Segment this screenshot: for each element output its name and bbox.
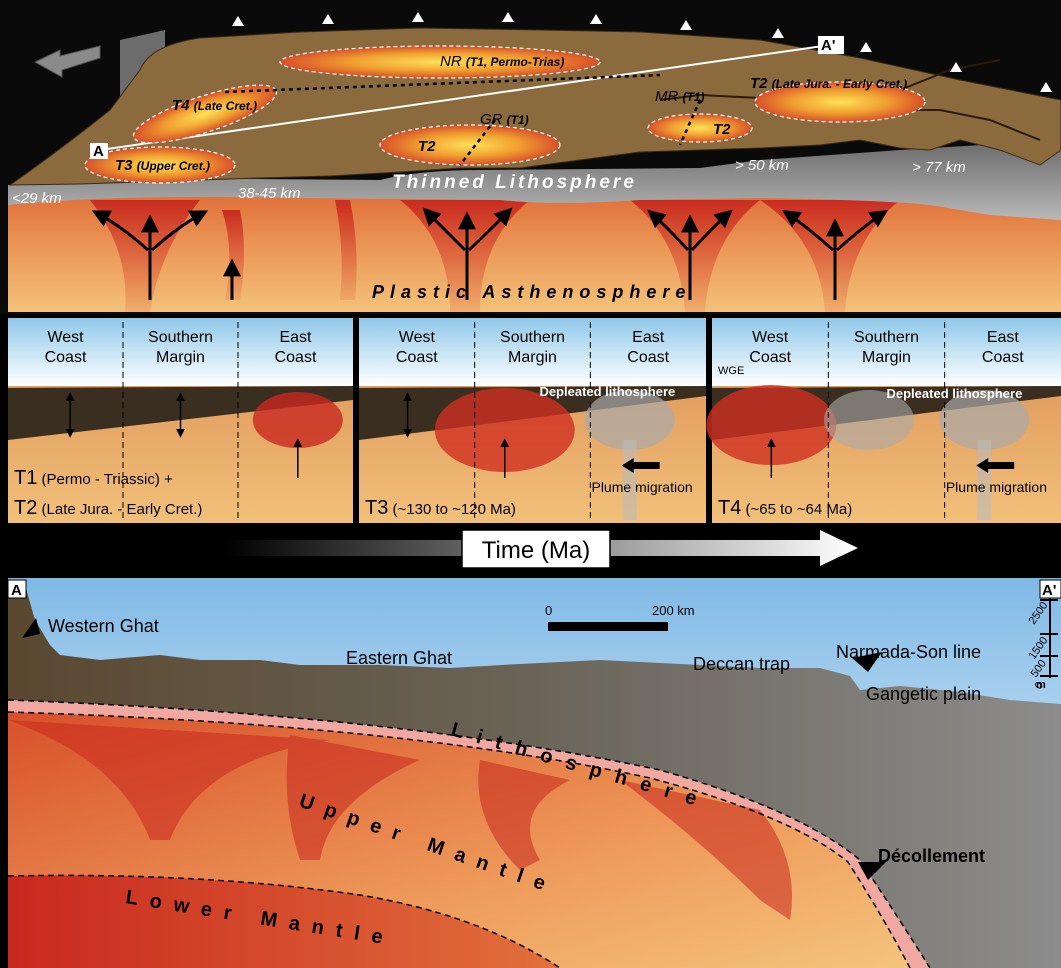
thickness-38-45: 38-45 km [238,185,301,202]
stage-column-title: West [47,329,84,346]
t2-right-label: T2 (Late Jura. - Early Cret.) [750,75,907,92]
stage-column-title: Southern [500,329,565,346]
stage-column-title: Southern [854,329,919,346]
point-a-prime-label: A' [821,37,835,54]
hotspot-t2-small [648,114,752,142]
plastic-asthenosphere-label: Plastic Asthenosphere [372,282,691,302]
wge-label: WGE [718,365,744,377]
block-diagram: A A A' NR (T1, Permo-Trias) T2 (Late Jur… [0,0,1061,314]
plume-migration-arrow [984,462,1014,469]
stage-panel-1: WestCoast SouthernMargin EastCoast T1 (Perm… [8,318,353,523]
time-axis-label: Time (Ma) [482,537,590,564]
plume-migration-arrow [630,462,660,469]
stage-caption: T4 (~65 to ~64 Ma) [718,497,852,519]
depleted-lithosphere-label: Depleated lithosphere [539,384,675,399]
cross-point-a-prime: A' [1042,582,1056,599]
elev-unit: m [1036,679,1046,691]
stage-column-title: Coast [275,349,317,366]
eastern-ghat-label: Eastern Ghat [346,648,452,668]
stage-panels: WestCoast SouthernMargin EastCoast T1 (Perm… [0,314,1061,524]
deccan-trap-label: Deccan trap [693,654,790,674]
stage-column-title: Coast [749,349,791,366]
gr-label: GR (T1) [480,111,529,128]
time-axis: Time (Ma) [0,524,1061,574]
stage-column-title: Southern [148,329,213,346]
t2-center-label: T2 [418,138,436,155]
t3-label: T3 (Upper Cret.) [115,157,210,174]
plume-migration-label: Plume migration [591,479,692,495]
stage-column-title: Coast [396,349,438,366]
stage-column-title: Margin [508,349,557,366]
t4-label: T4 (Late Cret.) [172,97,257,114]
stage-column-title: East [632,329,665,346]
stage-caption: T1 (Permo - Triassic) + [14,467,173,489]
stage-column-title: Margin [862,349,911,366]
stage-caption: T3 (~130 to ~120 Ma) [365,497,516,519]
decollement-label: Décollement [878,846,985,866]
stage-plume [253,392,343,448]
cross-section: A A' 0 200 km 2500 1500 500 0 m Western … [8,578,1061,968]
thickness-gt77: > 77 km [912,159,966,176]
stage-panel-2: WestCoast SouthernMargin EastCoastDepleate… [359,318,706,523]
point-a-label: A [93,143,104,160]
thinned-lithosphere-label: Thinned Lithosphere [392,172,637,193]
stage-caption: T2 (Late Jura. - Early Cret.) [14,497,202,519]
stage-column-title: West [752,329,789,346]
stage-column-title: East [987,329,1020,346]
scale-zero: 0 [545,603,552,618]
stage-column-title: East [279,329,312,346]
stage-panel-3: WestCoast SouthernMargin EastCoastDepleate… [706,318,1061,523]
stage-column-title: West [399,329,436,346]
stage-column-title: Coast [982,349,1024,366]
gangetic-plain-label: Gangetic plain [866,684,981,704]
plume-migration-label: Plume migration [946,479,1047,495]
narmada-son-label: Narmada-Son line [836,642,981,662]
hotspot-t2-center [380,125,560,165]
mr-label: MR (T1) [655,88,705,105]
stage-column-title: Margin [156,349,205,366]
scale-km: 200 km [652,603,695,618]
stage-column-title: Coast [45,349,87,366]
thickness-lt29: <29 km [12,190,62,207]
nr-label: NR (T1, Permo-Trias) [440,53,564,70]
thickness-gt50: > 50 km [735,157,789,174]
stage-column-title: Coast [627,349,669,366]
t2-small-label: T2 [713,121,731,138]
western-ghat-label: Western Ghat [48,616,159,636]
depleted-lithosphere-label: Depleated lithosphere [887,386,1023,401]
cross-point-a: A [11,582,22,599]
